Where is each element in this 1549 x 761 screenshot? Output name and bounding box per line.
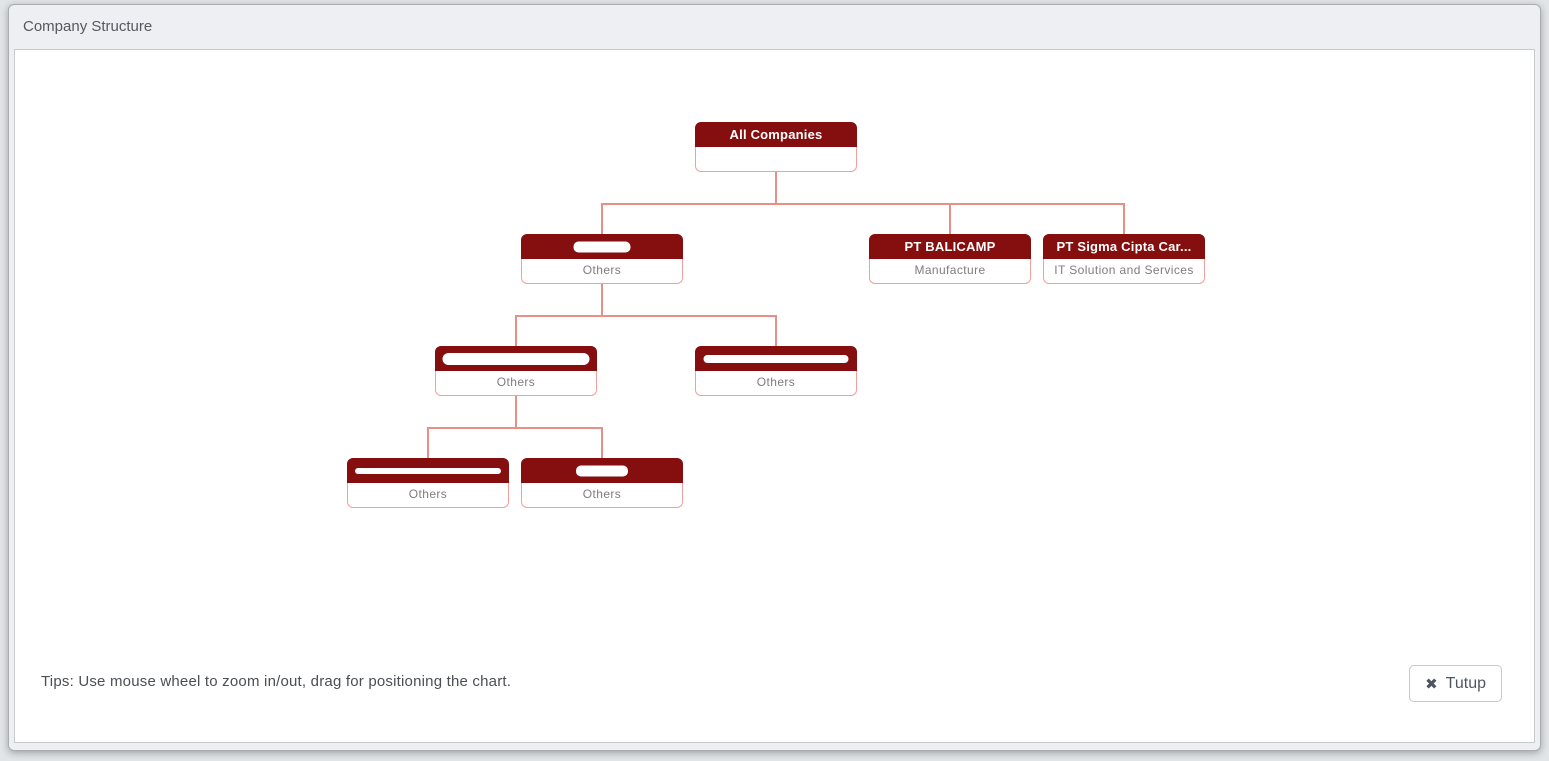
redaction-bar [576, 465, 628, 476]
org-node-subtitle: Others [521, 259, 683, 284]
connector-line [1123, 205, 1125, 234]
connector-line [601, 203, 1125, 205]
connector-line [427, 429, 429, 458]
connector-line [515, 396, 517, 429]
connector-line [427, 427, 603, 429]
close-icon: ✖ [1425, 675, 1438, 693]
company-structure-dialog: Company Structure All Companies [8, 4, 1541, 751]
chart-panel: All Companies Others PT BALICAMP Manufac… [14, 49, 1535, 743]
org-node-title [521, 458, 683, 483]
connector-line [775, 172, 777, 205]
org-chart-canvas[interactable]: All Companies Others PT BALICAMP Manufac… [15, 50, 1534, 742]
tips-text: Tips: Use mouse wheel to zoom in/out, dr… [41, 673, 512, 690]
redaction-bar [355, 467, 501, 474]
org-node-redacted-4[interactable]: Others [347, 458, 509, 508]
dialog-header: Company Structure [9, 5, 1540, 49]
org-node-redacted-5[interactable]: Others [521, 458, 683, 508]
org-node-subtitle [695, 147, 857, 172]
close-dialog-button[interactable]: ✖ Tutup [1409, 665, 1502, 702]
org-node-title [435, 346, 597, 371]
org-node-title-text: PT Sigma Cipta Car... [1056, 239, 1192, 254]
org-node-subtitle: Others [435, 371, 597, 396]
connector-line [601, 429, 603, 458]
org-node-title: PT Sigma Cipta Car... [1043, 234, 1205, 259]
org-node-title-text: All Companies [729, 127, 823, 142]
connector-line [775, 317, 777, 346]
org-node-title [695, 346, 857, 371]
org-node-subtitle: Others [521, 483, 683, 508]
org-node-subtitle: Others [347, 483, 509, 508]
org-node-subtitle: IT Solution and Services [1043, 259, 1205, 284]
org-node-pt-balicamp[interactable]: PT BALICAMP Manufacture [869, 234, 1031, 284]
redaction-bar [573, 241, 631, 252]
connector-line [949, 205, 951, 234]
connector-line [515, 317, 517, 346]
org-node-redacted-2[interactable]: Others [435, 346, 597, 396]
org-node-title: All Companies [695, 122, 857, 147]
org-node-all-companies[interactable]: All Companies [695, 122, 857, 172]
org-node-title: PT BALICAMP [869, 234, 1031, 259]
org-node-title [521, 234, 683, 259]
org-node-subtitle: Manufacture [869, 259, 1031, 284]
org-node-title-text: PT BALICAMP [904, 239, 996, 254]
org-node-subtitle: Others [695, 371, 857, 396]
connector-line [601, 284, 603, 317]
dialog-title: Company Structure [23, 18, 153, 35]
connector-line [515, 315, 777, 317]
org-node-pt-sigma[interactable]: PT Sigma Cipta Car... IT Solution and Se… [1043, 234, 1205, 284]
redaction-bar [703, 354, 849, 363]
org-node-redacted-1[interactable]: Others [521, 234, 683, 284]
close-button-label: Tutup [1445, 674, 1486, 692]
org-node-redacted-3[interactable]: Others [695, 346, 857, 396]
org-node-title [347, 458, 509, 483]
redaction-bar [442, 352, 590, 365]
connector-line [601, 205, 603, 234]
